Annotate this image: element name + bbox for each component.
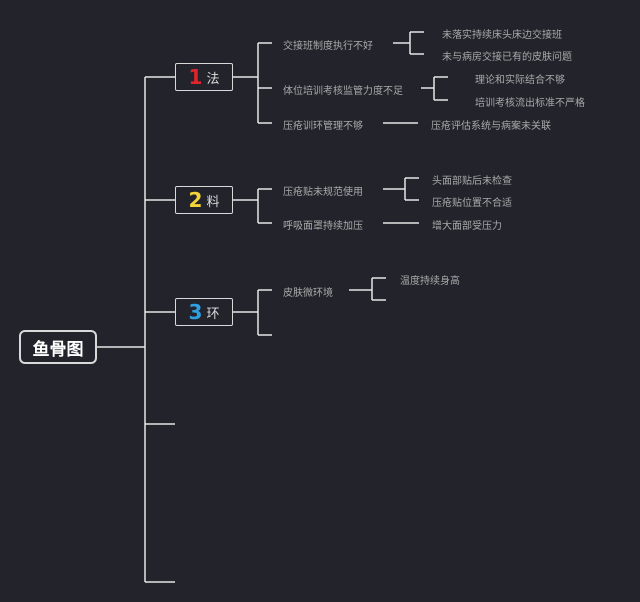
- category-liao[interactable]: 2 料: [175, 186, 233, 214]
- category-huan-number: 3: [188, 300, 203, 324]
- category-fa-number: 1: [188, 65, 203, 89]
- category-liao-number: 2: [188, 188, 203, 212]
- category-huan[interactable]: 3 环: [175, 298, 233, 326]
- cause-fa-2-a[interactable]: 理论和实际结合不够: [475, 75, 565, 86]
- category-fa-label: 法: [206, 71, 220, 87]
- cause-fa-3[interactable]: 压疮训环管理不够: [283, 121, 363, 132]
- root-node[interactable]: 鱼骨图: [19, 330, 97, 364]
- cause-fa-3-a[interactable]: 压疮评估系统与病案未关联: [431, 121, 551, 132]
- cause-huan-1[interactable]: 皮肤微环境: [283, 288, 333, 299]
- cause-fa-1-b[interactable]: 未与病房交接已有的皮肤问题: [442, 52, 572, 63]
- category-huan-label: 环: [206, 306, 220, 322]
- cause-liao-1-a[interactable]: 头面部贴后未检查: [432, 176, 512, 187]
- cause-fa-1-a[interactable]: 未落实持续床头床边交接班: [442, 30, 562, 41]
- cause-huan-1-a[interactable]: 温度持续身高: [400, 276, 460, 287]
- root-label: 鱼骨图: [32, 339, 84, 360]
- cause-liao-2[interactable]: 呼吸面罩持续加压: [283, 221, 363, 232]
- cause-fa-2[interactable]: 体位培训考核监管力度不足: [283, 86, 403, 97]
- category-liao-label: 料: [206, 194, 220, 210]
- cause-fa-1[interactable]: 交接班制度执行不好: [283, 41, 373, 52]
- cause-liao-1[interactable]: 压疮贴未规范使用: [283, 187, 363, 198]
- category-fa[interactable]: 1 法: [175, 63, 233, 91]
- cause-liao-1-b[interactable]: 压疮贴位置不合适: [432, 198, 512, 209]
- cause-fa-2-b[interactable]: 培训考核流出标准不严格: [475, 98, 585, 109]
- cause-liao-2-a[interactable]: 增大面部受压力: [432, 221, 502, 232]
